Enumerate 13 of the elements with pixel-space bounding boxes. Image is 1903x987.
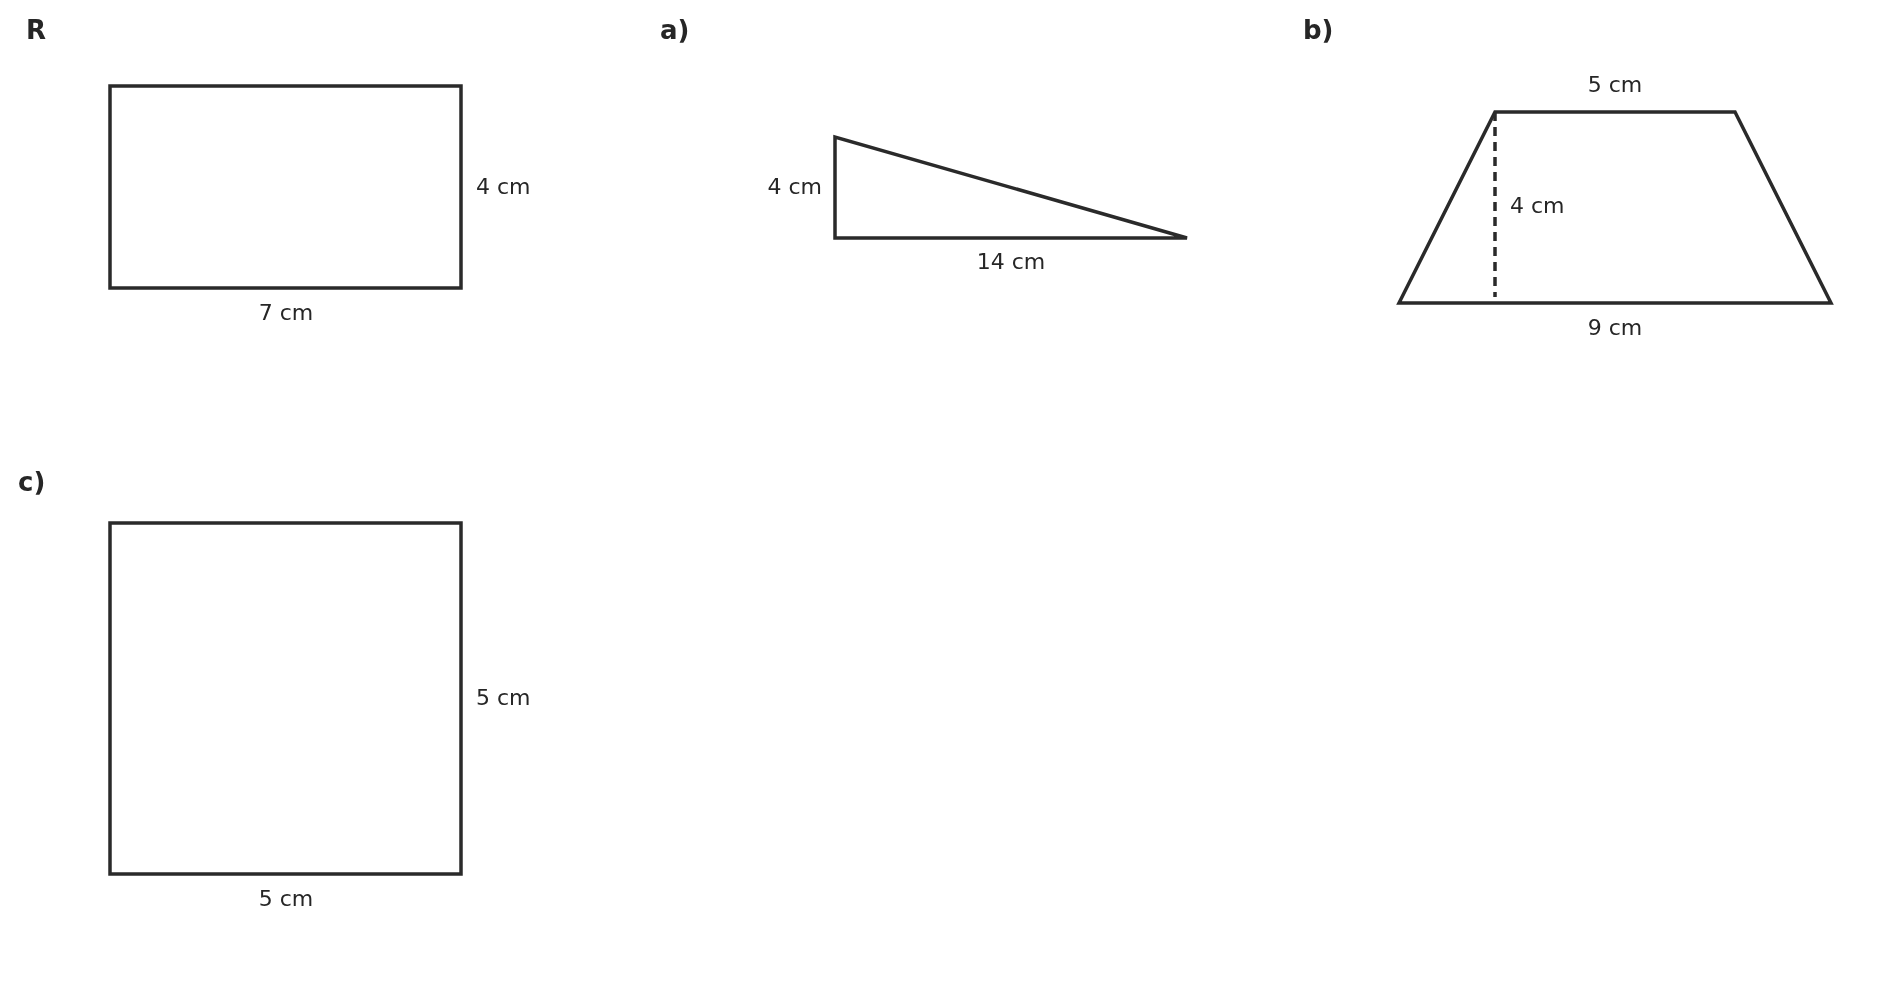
panel-label: a)	[660, 17, 690, 43]
dimension-label: 4 cm	[767, 176, 822, 198]
dimension-label: 5 cm	[258, 888, 314, 910]
dimension-label: 7 cm	[258, 302, 314, 324]
panel-label: R	[26, 17, 47, 43]
dimension-label: 5 cm	[476, 687, 531, 709]
dimension-label: 4 cm	[476, 176, 531, 198]
dimension-label: 4 cm	[1510, 195, 1565, 217]
panel-label: b)	[1303, 17, 1334, 43]
panel-label: c)	[18, 469, 46, 495]
dimension-label: 5 cm	[1587, 74, 1643, 96]
dimension-label: 9 cm	[1587, 317, 1643, 339]
dimension-label: 14 cm	[976, 251, 1046, 273]
